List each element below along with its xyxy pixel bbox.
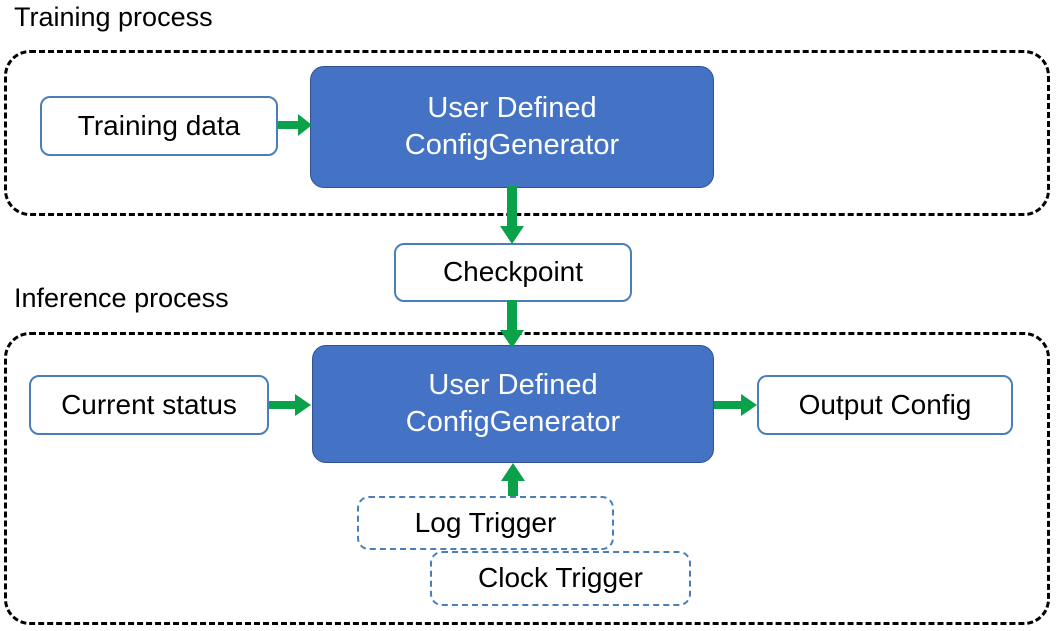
inference-process-container bbox=[4, 332, 1050, 625]
node-line-1: User Defined bbox=[428, 369, 598, 402]
arrow-checkpoint-to-generator bbox=[499, 300, 527, 350]
node-log-trigger[interactable]: Log Trigger bbox=[357, 496, 614, 550]
node-user-defined-configgenerator-training[interactable]: User Defined ConfigGenerator bbox=[310, 66, 714, 188]
arrow-current-status-to-generator bbox=[269, 391, 313, 419]
node-training-data[interactable]: Training data bbox=[40, 96, 278, 156]
arrow-log-trigger-to-generator bbox=[500, 463, 528, 503]
node-current-status[interactable]: Current status bbox=[29, 375, 269, 435]
node-output-config[interactable]: Output Config bbox=[757, 375, 1013, 435]
node-user-defined-configgenerator-inference[interactable]: User Defined ConfigGenerator bbox=[312, 345, 714, 463]
arrow-generator-to-output-config bbox=[714, 391, 758, 419]
node-line-1: User Defined bbox=[427, 92, 597, 125]
node-checkpoint[interactable]: Checkpoint bbox=[394, 243, 632, 302]
node-line-2: ConfigGenerator bbox=[405, 406, 621, 438]
node-line-2: ConfigGenerator bbox=[404, 129, 620, 161]
training-process-container bbox=[4, 50, 1050, 216]
arrow-generator-to-checkpoint bbox=[499, 186, 527, 246]
section-label-training: Training process bbox=[14, 2, 213, 32]
section-label-inference: Inference process bbox=[14, 283, 229, 313]
arrow-training-data-to-generator bbox=[278, 111, 314, 139]
node-clock-trigger[interactable]: Clock Trigger bbox=[430, 551, 691, 606]
